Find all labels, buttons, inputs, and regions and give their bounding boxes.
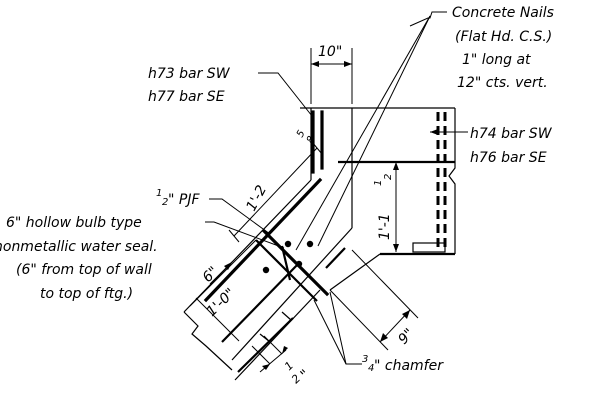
dim-vertical-frac: 1 (373, 180, 384, 186)
dim-top-width-label: 10" (318, 44, 342, 60)
diag-inner-edge (231, 227, 353, 361)
chamfer-num: 3 (362, 354, 368, 365)
pjf-label: " PJF (168, 192, 200, 208)
callout-bars-right: h74 bar SW h76 bar SE (470, 126, 553, 166)
dim-half-num: 1 (282, 359, 296, 373)
leader-bars-left (258, 72, 313, 117)
dim-six-label: 6" (200, 264, 222, 286)
bars-right-line-1: h74 bar SW (470, 126, 553, 142)
seal-line-3: (6" from top of wall (16, 262, 152, 278)
seal-rectangle (412, 242, 446, 253)
diag-inner-bar (325, 247, 346, 269)
nails-line-1: Concrete Nails (452, 5, 554, 21)
leaders (205, 11, 468, 365)
dim-top-width: 10" (310, 44, 353, 104)
bars-right-line-2: h76 bar SE (470, 150, 547, 166)
chamfer-label: " chamfer (374, 358, 444, 374)
nails-line-4: 12" cts. vert. (457, 75, 548, 91)
nail-dot-4 (295, 260, 303, 268)
wall-base-line-lower (329, 253, 381, 291)
callout-pjf: 1 2 " PJF (156, 188, 200, 208)
dim-diag-den: 8 (305, 135, 318, 146)
callout-nails: Concrete Nails (Flat Hd. C.S.) 1" long a… (452, 5, 554, 91)
pjf-den: 2 (162, 197, 168, 208)
dim-nine: 9" (329, 249, 419, 351)
pjf-joint-heavy (261, 228, 330, 297)
dim-diag-length-label: 1'-2 (243, 183, 270, 214)
pjf-num: 1 (156, 188, 162, 199)
diag-outer-edge (183, 179, 312, 313)
seal-line-2: nonmetallic water seal. (0, 239, 158, 255)
dim-diag-frac: 5 (295, 129, 308, 140)
chamfer-den: 4 (368, 363, 374, 374)
bars-left-line-2: h77 bar SE (148, 89, 225, 105)
nail-dot-1 (284, 240, 292, 248)
nail-dot-2 (306, 240, 314, 248)
seal-bulb-line (280, 245, 292, 281)
callout-bars-left: h73 bar SW h77 bar SE (148, 66, 231, 105)
diag-bottom-edge (234, 289, 321, 381)
callout-seal: 6" hollow bulb type nonmetallic water se… (0, 215, 158, 302)
wall-outlines (300, 107, 456, 291)
dim-vertical-height-label: 1'-1 (377, 213, 393, 240)
seal-line-4: to top of ftg.) (40, 286, 133, 302)
seal-line-1: 6" hollow bulb type (6, 215, 142, 231)
dim-nine-label: 9" (395, 326, 417, 348)
nail-dot-3 (262, 266, 270, 274)
dim-one-foot-label: 1'-0" (204, 285, 239, 320)
dim-vertical-den: 2 (383, 174, 394, 180)
bars-left-line-1: h73 bar SW (148, 66, 231, 82)
leader-pjf (209, 198, 271, 235)
leader-nails (409, 11, 447, 27)
dim-half-inch: 1 2 " (251, 335, 313, 386)
joint-detail (255, 228, 330, 302)
joint-second-line (255, 239, 318, 302)
break-line-right (448, 108, 456, 254)
leader-chamfer (313, 299, 362, 365)
footing-step (281, 311, 292, 321)
dim-vertical-height: 1'-1 1 2 (373, 161, 404, 252)
diag-mid-bar (221, 261, 301, 343)
callout-chamfer: 3 4 " chamfer (362, 354, 444, 374)
nails-line-3: 1" long at (462, 52, 531, 68)
leader-seal (205, 221, 285, 249)
dim-six-and-foot: 6" 1'-0" (189, 239, 257, 342)
nails-line-2: (Flat Hd. C.S.) (455, 29, 552, 45)
diag-lower-bar (237, 317, 294, 373)
break-line-bottom (183, 311, 233, 371)
